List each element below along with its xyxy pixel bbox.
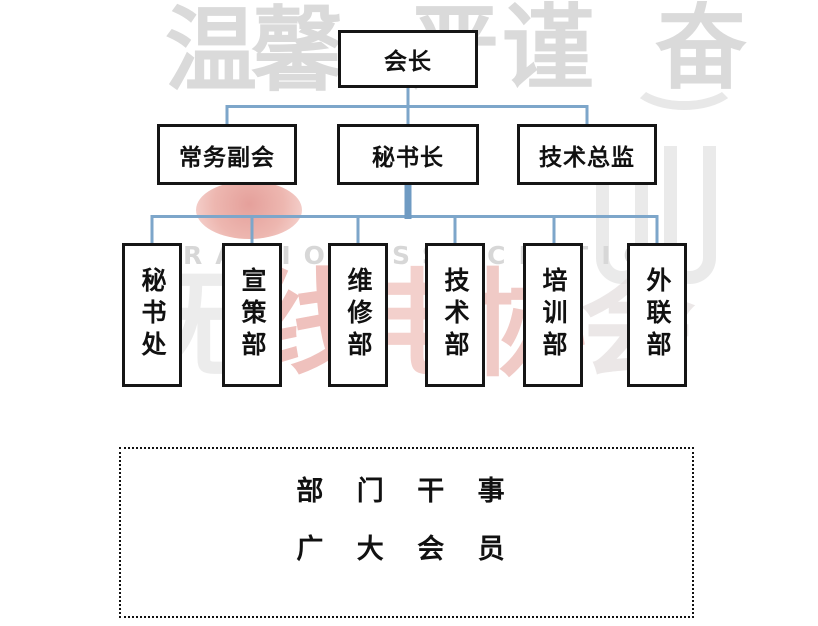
- logo-swoosh: [628, 48, 740, 110]
- org-box-maintenance: 维修部: [328, 243, 388, 387]
- members-dotted-box: 部 门 干 事 广 大 会 员: [119, 447, 694, 618]
- org-box-executive-vice-president-label: 常务副会: [179, 144, 275, 171]
- watermark-text-warm: 温馨: [165, 0, 343, 104]
- org-box-training: 培训部: [523, 243, 583, 387]
- org-box-president-label: 会长: [384, 49, 432, 75]
- org-box-training-label: 培训部: [539, 267, 568, 363]
- org-box-executive-vice-president: 常务副会: [157, 124, 297, 185]
- org-box-secretariat-label: 秘书处: [138, 267, 167, 363]
- association-logo-red-circle: [196, 181, 302, 239]
- org-box-publicity-planning: 宣策部: [222, 243, 282, 387]
- org-box-secretary-general-label: 秘书长: [372, 144, 444, 171]
- watermark-text-endeavor: 奋: [655, 0, 748, 102]
- org-box-external-relations: 外联部: [627, 243, 687, 387]
- org-box-technical-director: 技术总监: [517, 124, 657, 185]
- org-box-maintenance-label: 维修部: [344, 267, 373, 363]
- org-box-secretariat: 秘书处: [122, 243, 182, 387]
- org-box-publicity-planning-label: 宣策部: [238, 267, 267, 363]
- org-box-technical-director-label: 技术总监: [539, 144, 635, 171]
- department-officers-text: 部 门 干 事: [296, 476, 517, 507]
- org-box-president: 会长: [338, 30, 478, 88]
- org-box-secretary-general: 秘书长: [337, 124, 479, 185]
- org-box-technical: 技术部: [425, 243, 485, 387]
- org-box-external-relations-label: 外联部: [643, 267, 672, 363]
- org-box-technical-label: 技术部: [441, 267, 470, 363]
- general-members-text: 广 大 会 员: [296, 533, 517, 565]
